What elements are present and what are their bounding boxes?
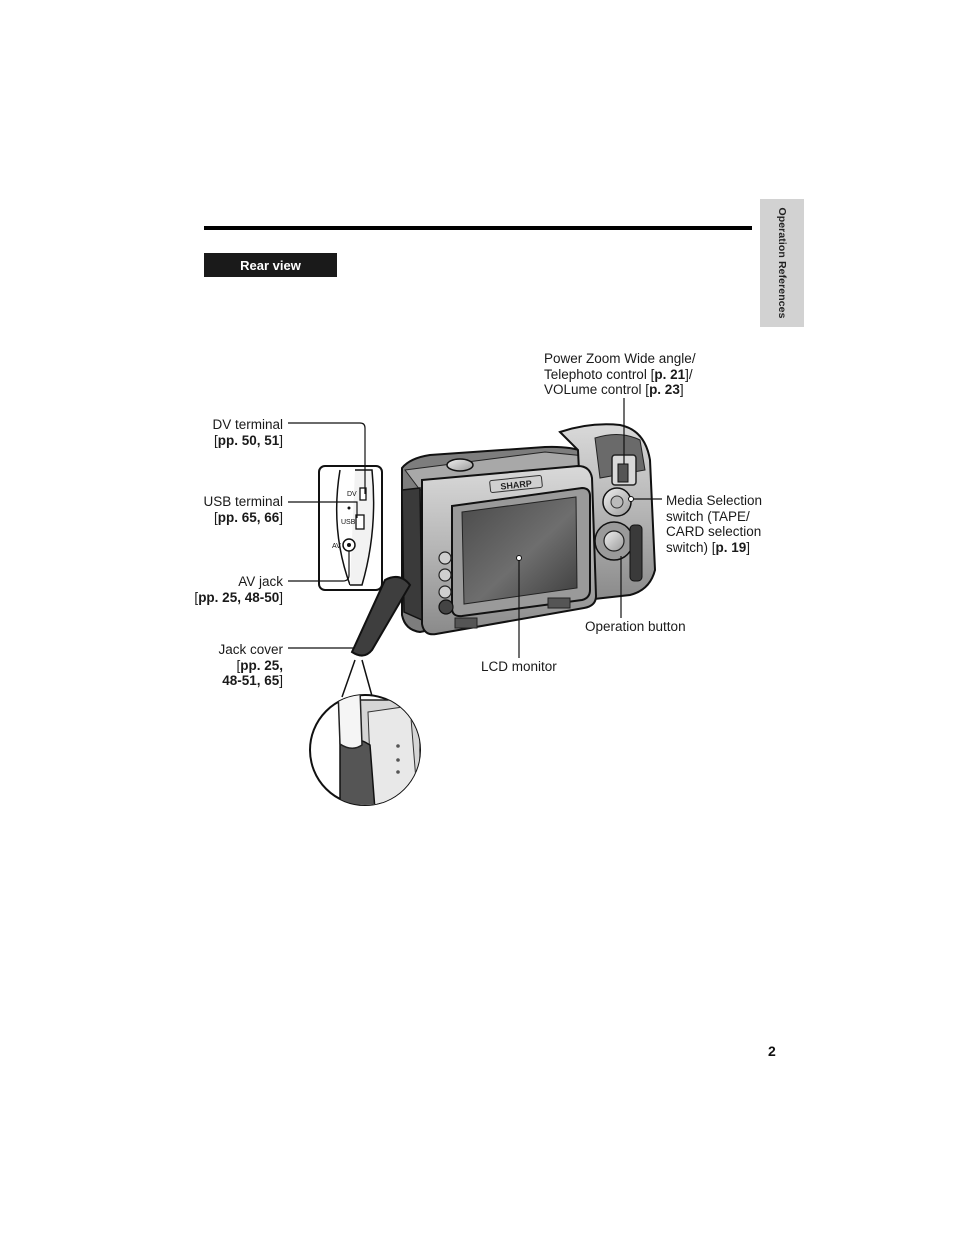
section-title: Rear view xyxy=(204,253,337,277)
inset-usb-label: USB xyxy=(341,519,356,526)
brand-text: SHARP xyxy=(500,478,532,491)
callout-jack-cover: Jack cover[pp. 25,48-51, 65] xyxy=(218,642,283,688)
callout-power-zoom: Power Zoom Wide angle/ Telephoto control… xyxy=(544,351,696,397)
callout-lcd-monitor: LCD monitor xyxy=(481,659,557,674)
inset-av-label: AV xyxy=(332,543,341,550)
inset-dv-label: DV xyxy=(347,491,357,498)
callout-av-jack: AV jack[pp. 25, 48-50] xyxy=(194,574,283,605)
callout-operation-button: Operation button xyxy=(585,619,686,634)
callout-usb-terminal: USB terminal[pp. 65, 66] xyxy=(203,494,283,525)
header-rule xyxy=(204,226,752,230)
side-tab: Operation References xyxy=(760,199,804,327)
page-number: 2 xyxy=(768,1043,776,1059)
callout-media-selection: Media Selection switch (TAPE/ CARD selec… xyxy=(666,493,763,555)
callout-dv-terminal: DV terminal[pp. 50, 51] xyxy=(212,417,283,448)
